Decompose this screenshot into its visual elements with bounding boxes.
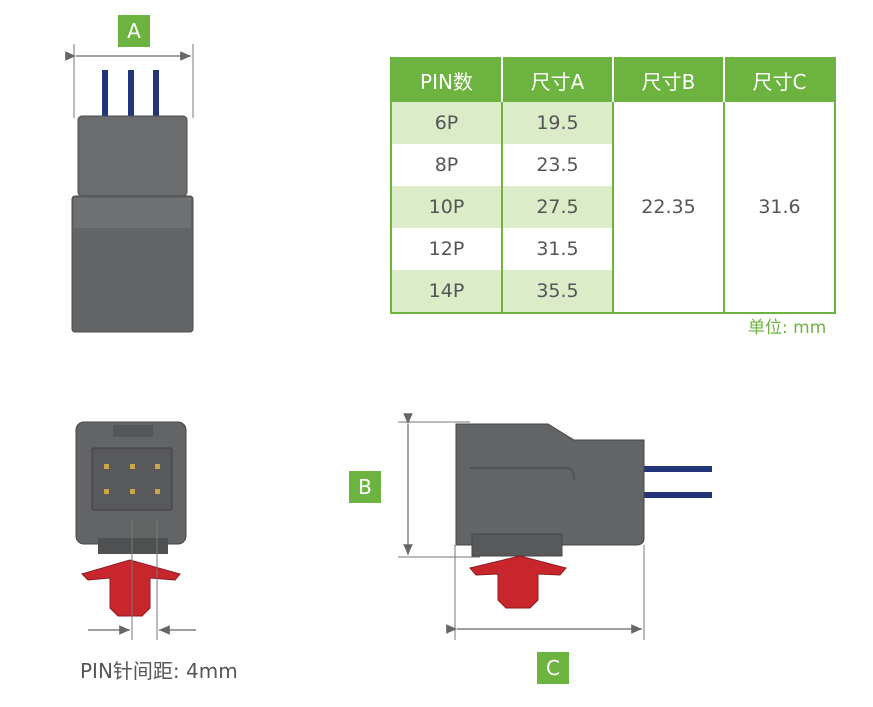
pin-pitch-label: PIN针间距: 4mm (80, 659, 238, 683)
table-row: 8P 23.5 (391, 144, 835, 186)
pin-count: 12P (391, 228, 503, 270)
unit-label: 单位: mm (748, 318, 827, 338)
top-view (65, 44, 194, 333)
dimension-c-tag: C (537, 652, 569, 684)
size-a: 31.5 (502, 228, 614, 270)
header-size-a: 尺寸A (502, 58, 614, 102)
pin-count: 10P (391, 186, 503, 228)
table-row: 14P 35.5 (391, 270, 835, 313)
size-b: 22.35 (613, 102, 725, 313)
dimension-b-tag: B (349, 471, 381, 503)
pin-count: 8P (391, 144, 503, 186)
header-size-b: 尺寸B (613, 58, 725, 102)
size-c: 31.6 (724, 102, 835, 313)
dimension-table: PIN数 尺寸A 尺寸B 尺寸C 6P 19.5 22.35 31.6 8P 2… (390, 57, 836, 314)
pin-count: 14P (391, 270, 503, 313)
size-a: 19.5 (502, 102, 614, 144)
table-header-row: PIN数 尺寸A 尺寸B 尺寸C (391, 58, 835, 102)
front-view (75, 421, 196, 640)
size-a: 35.5 (502, 270, 614, 313)
header-size-c: 尺寸C (724, 58, 835, 102)
dimension-a-tag: A (118, 15, 150, 47)
header-pin: PIN数 (391, 58, 503, 102)
pin-count: 6P (391, 102, 503, 144)
side-view (398, 413, 712, 640)
size-a: 27.5 (502, 186, 614, 228)
table-row: 12P 31.5 (391, 228, 835, 270)
table-row: 10P 27.5 (391, 186, 835, 228)
size-a: 23.5 (502, 144, 614, 186)
table-row: 6P 19.5 22.35 31.6 (391, 102, 835, 313)
